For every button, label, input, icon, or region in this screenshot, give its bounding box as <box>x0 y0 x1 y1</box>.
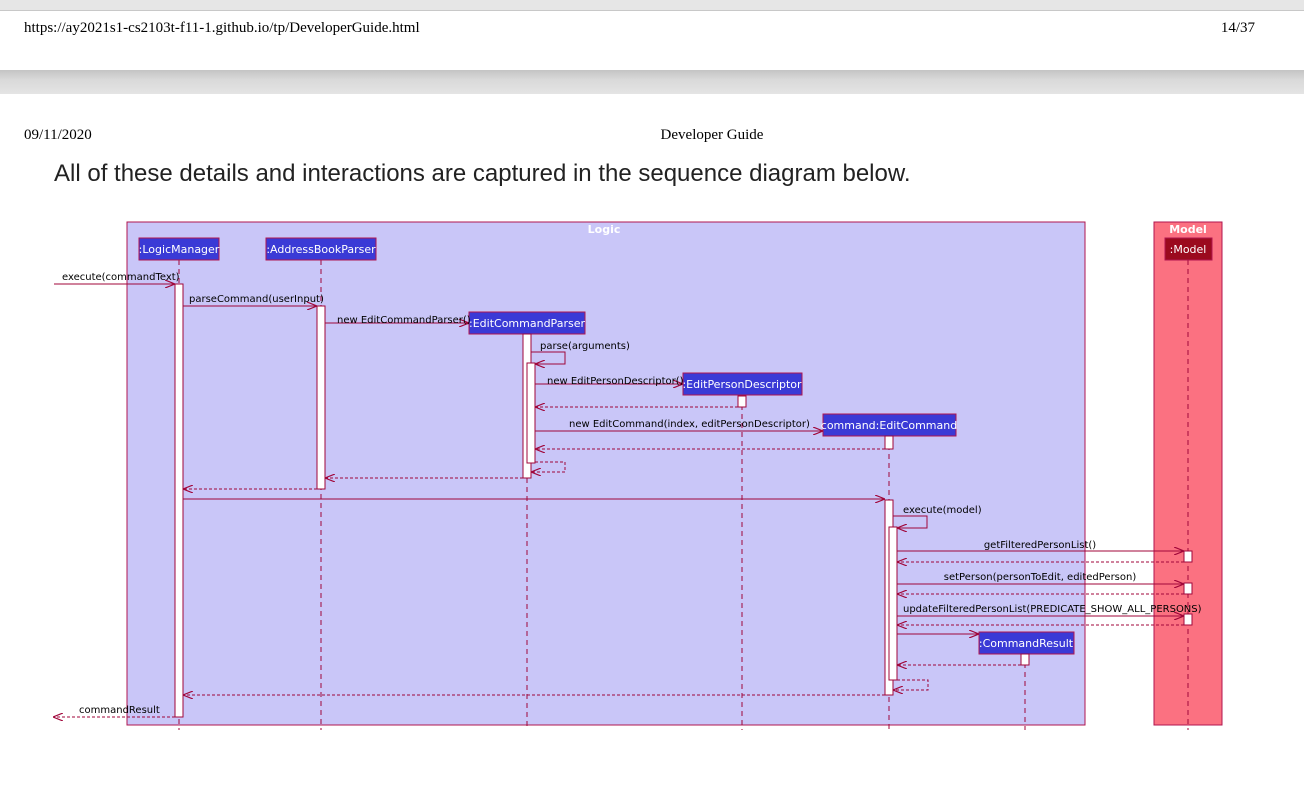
participant-command-result-label: :CommandResult <box>979 637 1074 650</box>
participant-edit-command-parser: :EditCommandParser <box>468 311 586 335</box>
activation-edit-command-execute-inner <box>888 526 898 681</box>
activation-edit-command-parser-parse <box>526 362 536 464</box>
participant-edit-command: command:EditCommand <box>821 413 957 437</box>
label-parse-command: parseCommand(userInput) <box>189 294 324 305</box>
label-execute-command-text: execute(commandText) <box>62 272 180 283</box>
activation-logic-manager <box>174 283 184 718</box>
label-parse-arguments: parse(arguments) <box>540 341 630 352</box>
intro-paragraph: All of these details and interactions ar… <box>54 160 911 187</box>
msg-execute-model <box>893 515 928 528</box>
page-indicator: 14/37 <box>1220 20 1255 36</box>
activation-model-2 <box>1183 582 1193 595</box>
label-new-edit-command: new EditCommand(index, editPersonDescrip… <box>569 419 810 430</box>
label-new-edit-person-descriptor: new EditPersonDescriptor() <box>547 376 684 387</box>
activation-model-3 <box>1183 613 1193 626</box>
ret-parse-arguments <box>532 461 566 472</box>
browser-top-edge <box>0 0 1304 11</box>
participant-edit-person-descriptor: :EditPersonDescriptor <box>682 372 803 396</box>
activation-address-book-parser <box>316 305 326 490</box>
label-command-result: commandResult <box>79 705 160 716</box>
participant-logic-manager-label: :LogicManager <box>139 243 220 256</box>
participant-address-book-parser: :AddressBookParser <box>265 237 377 261</box>
participant-edit-command-parser-label: :EditCommandParser <box>469 317 585 330</box>
label-set-person: setPerson(personToEdit, editedPerson) <box>944 572 1137 583</box>
participant-command-result: :CommandResult <box>978 631 1075 655</box>
participant-logic-manager: :LogicManager <box>138 237 220 261</box>
page-url: https://ay2021s1-cs2103t-f11-1.github.io… <box>24 20 420 36</box>
msg-parse-arguments <box>531 351 566 364</box>
activation-command-result <box>1020 653 1030 666</box>
model-frame-label: Model <box>1169 223 1207 236</box>
logic-frame-label: Logic <box>588 223 621 236</box>
participant-edit-person-descriptor-label: :EditPersonDescriptor <box>682 378 802 391</box>
page-separator <box>0 70 1304 94</box>
participant-edit-command-label: command:EditCommand <box>821 419 957 432</box>
activation-model-1 <box>1183 550 1193 563</box>
activation-edit-command <box>884 435 894 450</box>
label-get-filtered-person-list: getFilteredPersonList() <box>984 540 1096 551</box>
participant-model: :Model <box>1164 237 1213 261</box>
label-new-edit-command-parser: new EditCommandParser() <box>337 315 471 326</box>
label-update-filtered-person-list: updateFilteredPersonList(PREDICATE_SHOW_… <box>903 604 1202 615</box>
label-execute-model: execute(model) <box>903 505 982 516</box>
print-date: 09/11/2020 <box>24 127 92 143</box>
activation-edit-person-descriptor <box>737 395 747 408</box>
participant-model-label: :Model <box>1170 243 1207 256</box>
document-title: Developer Guide <box>660 127 764 143</box>
participant-address-book-parser-label: :AddressBookParser <box>266 243 376 256</box>
ret-execute-model <box>894 679 929 690</box>
